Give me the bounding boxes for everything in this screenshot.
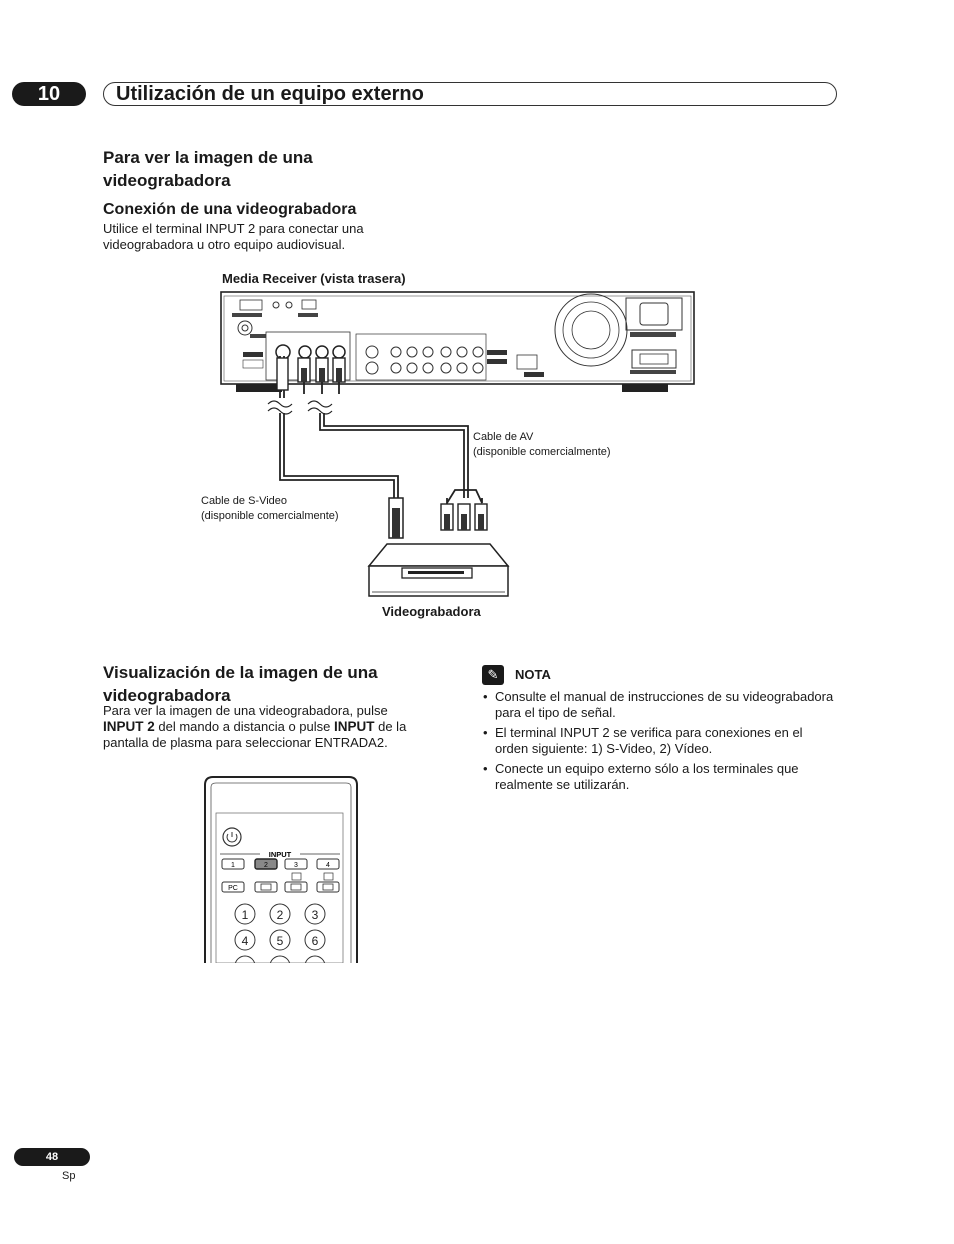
remote-input-label: INPUT — [269, 850, 292, 859]
svg-text:4: 4 — [242, 934, 249, 948]
pc-label: PC — [228, 885, 238, 892]
subsection-title: Conexión de una videograbadora — [103, 201, 357, 218]
intro-paragraph: Utilice el terminal INPUT 2 para conecta… — [103, 221, 364, 253]
section2-line2: INPUT 2 del mando a distancia o pulse IN… — [103, 719, 463, 735]
section2-title-line2: videograbadora — [103, 686, 231, 705]
page-number: 48 — [14, 1148, 90, 1166]
svg-text:1: 1 — [242, 908, 249, 922]
note-item: Conecte un equipo externo sólo a los ter… — [482, 761, 837, 793]
av-cable-label-line2: (disponible comercialmente) — [473, 446, 611, 458]
vcr-device — [367, 543, 510, 597]
section-title: Para ver la imagen de una videograbadora — [103, 146, 313, 192]
section-title-line1: Para ver la imagen de una — [103, 148, 313, 167]
input-buttons: 1 2 3 4 — [221, 858, 340, 870]
connection-diagram — [220, 291, 695, 597]
av-cable — [303, 360, 483, 507]
svideo-cable-label-line2: (disponible comercialmente) — [201, 510, 339, 522]
section2-title-line1: Visualización de la imagen de una — [103, 663, 378, 682]
note-title: NOTA — [515, 667, 551, 682]
chapter-number-badge: 10 — [12, 82, 86, 106]
svideo-cable-label-line1: Cable de S-Video — [201, 495, 288, 507]
intro-line1: Utilice el terminal INPUT 2 para conecta… — [103, 221, 364, 236]
section2-line3: pantalla de plasma para seleccionar ENTR… — [103, 735, 388, 750]
input-keyword: INPUT — [334, 719, 375, 734]
av-cable-label-line1: Cable de AV — [473, 431, 534, 443]
remote-control: INPUT 1 2 3 4 PC 1 2 3 4 5 6 — [200, 776, 362, 965]
note-item: El terminal INPUT 2 se verifica para con… — [482, 725, 837, 757]
section2-line2-mid: del mando a distancia o pulse — [154, 719, 334, 734]
svg-text:4: 4 — [326, 862, 330, 869]
svg-text:2: 2 — [277, 908, 284, 922]
vcr-label: Videograbadora — [382, 604, 481, 619]
number-keypad — [234, 903, 326, 965]
section-title-line2: videograbadora — [103, 171, 231, 190]
page-language: Sp — [62, 1170, 76, 1182]
svg-text:3: 3 — [312, 908, 319, 922]
av-cable-label: Cable de AV (disponible comercialmente) — [473, 430, 611, 460]
section2-title: Visualización de la imagen de una videog… — [103, 661, 378, 707]
section2-line1: Para ver la imagen de una videograbadora… — [103, 703, 388, 718]
section2-paragraph: Para ver la imagen de una videograbadora… — [103, 703, 463, 751]
intro-line2: videograbadora u otro equipo audiovisual… — [103, 237, 346, 252]
note-list: Consulte el manual de instrucciones de s… — [482, 689, 837, 797]
note-item: Consulte el manual de instrucciones de s… — [482, 689, 837, 721]
svg-text:1: 1 — [231, 862, 235, 869]
svg-text:2: 2 — [264, 862, 268, 869]
chapter-title: Utilización de un equipo externo — [116, 83, 424, 105]
chapter-title-bar — [103, 82, 837, 106]
media-receiver-rear-panel — [220, 291, 695, 392]
section2-line2-end: de la — [374, 719, 407, 734]
receiver-label: Media Receiver (vista trasera) — [222, 271, 406, 286]
svg-text:6: 6 — [312, 934, 319, 948]
svg-text:5: 5 — [277, 934, 284, 948]
svideo-cable-label: Cable de S-Video (disponible comercialme… — [201, 494, 339, 524]
pencil-icon: ✎ — [482, 665, 504, 685]
svg-text:3: 3 — [294, 862, 298, 869]
input2-keyword: INPUT 2 — [103, 719, 155, 734]
